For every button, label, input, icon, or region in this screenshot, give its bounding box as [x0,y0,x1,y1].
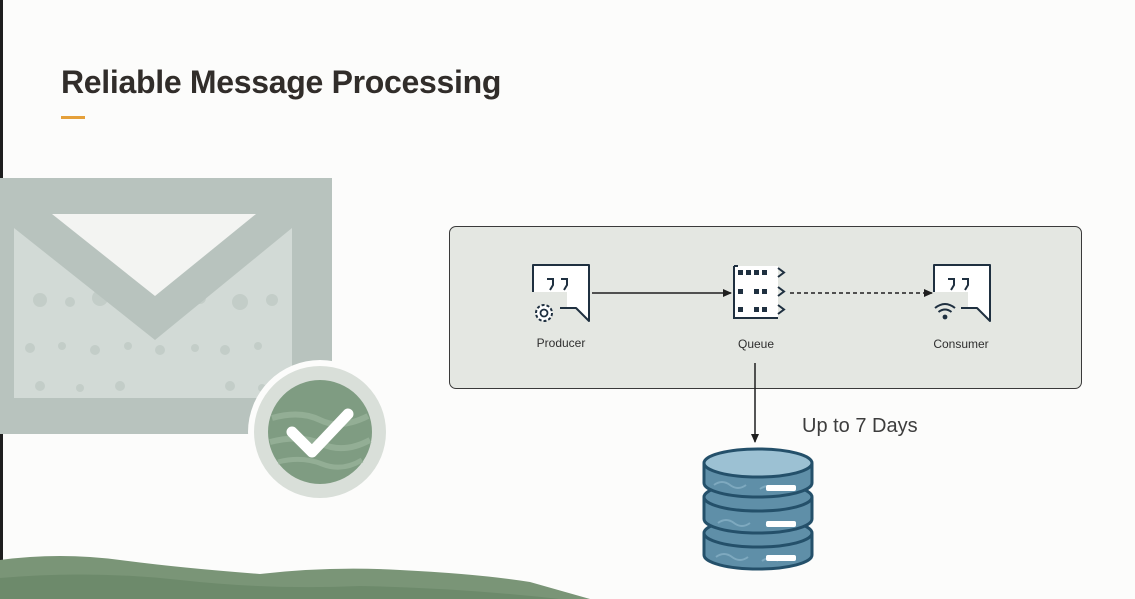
envelope-check-illustration [0,178,392,504]
consumer-speech-bubble-wifi-icon [933,264,991,322]
title-accent-bar [61,116,85,119]
consumer-label: Consumer [933,337,989,351]
retention-label: Up to 7 Days [802,415,918,437]
hills-decoration [0,556,590,599]
queue-icon [733,265,786,319]
producer-label: Producer [536,336,586,350]
slide-title: Reliable Message Processing [61,64,502,100]
producer-speech-bubble-gear-icon [532,264,590,322]
queue-label: Queue [737,337,775,351]
database-icon [702,447,814,571]
